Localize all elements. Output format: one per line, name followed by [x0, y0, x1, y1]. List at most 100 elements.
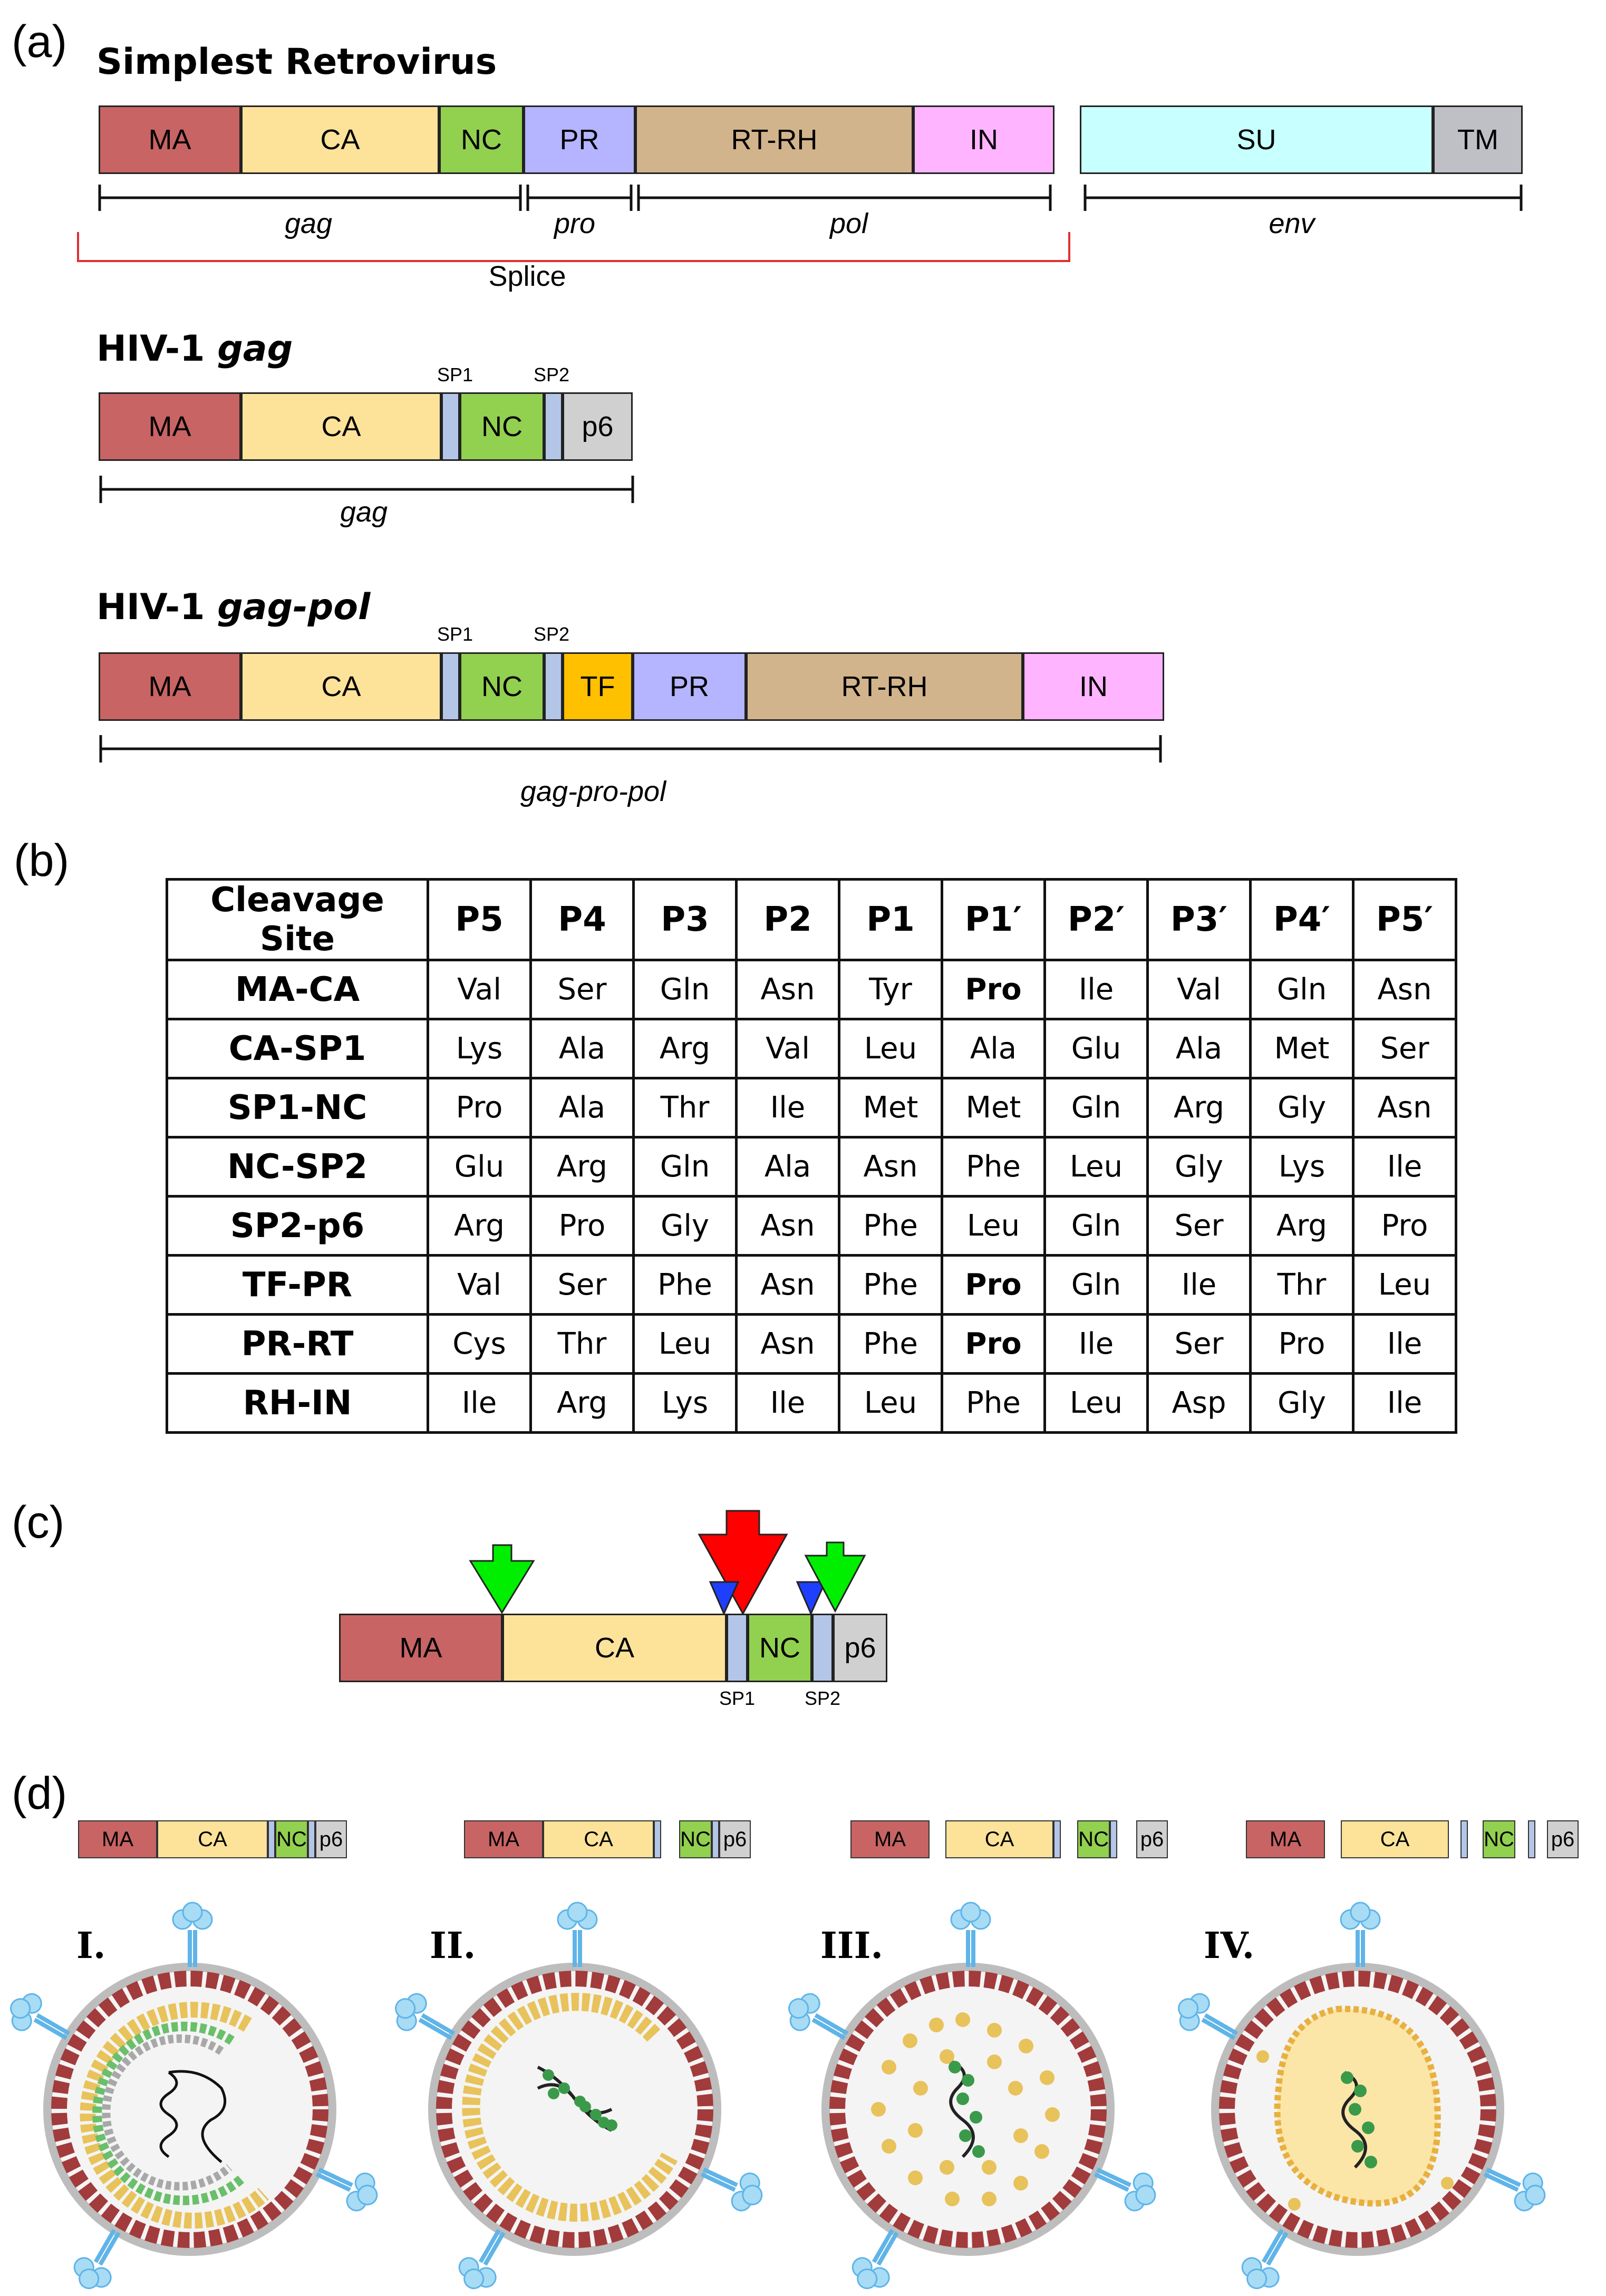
cleavage-arrows	[469, 1510, 866, 1616]
residue-cell: Ile	[1043, 959, 1149, 1020]
residue-cell: Pro	[529, 1195, 635, 1257]
segment-ca: CA	[543, 1820, 654, 1858]
segment-ca: CA	[1341, 1820, 1449, 1858]
segment-pr: PR	[633, 652, 746, 721]
segment-su: SU	[1080, 105, 1433, 174]
blue-arrow-icon	[709, 1581, 740, 1616]
segment-ca: CA	[241, 392, 441, 461]
segment-p6: p6	[315, 1820, 347, 1858]
gene-label-pol: pol	[829, 208, 868, 239]
stage-label-4: IV.	[1204, 1925, 1255, 1967]
residue-cell: Arg	[632, 1018, 738, 1079]
residue-cell: Pro	[1249, 1313, 1355, 1375]
green-arrow-icon	[469, 1544, 535, 1614]
residue-cell: Tyr	[838, 959, 943, 1020]
segment-nc: NC	[679, 1820, 712, 1858]
residue-cell: Ile	[1352, 1372, 1457, 1434]
segment-in: IN	[1023, 652, 1164, 721]
residue-cell: Arg	[529, 1136, 635, 1198]
virion-stage-1	[3, 1903, 384, 2296]
residue-cell: Gln	[1043, 1077, 1149, 1139]
residue-cell: Ser	[1352, 1018, 1457, 1079]
cleavage-site-cell: SP1-NC	[166, 1077, 429, 1139]
residue-cell: Asn	[1352, 959, 1457, 1020]
residue-cell: Gln	[632, 1136, 738, 1198]
residue-cell: Gly	[632, 1195, 738, 1257]
residue-cell: Lys	[427, 1018, 532, 1079]
residue-cell: Thr	[632, 1077, 738, 1139]
segment-nc: NC	[1077, 1820, 1110, 1858]
residue-cell: Ile	[735, 1077, 840, 1139]
segment-tm: TM	[1433, 105, 1523, 174]
segment-nc: NC	[460, 392, 544, 461]
header-p2: P2	[735, 878, 840, 961]
segment-sp2	[1528, 1820, 1535, 1858]
residue-cell: Phe	[941, 1372, 1046, 1434]
residue-cell: Asn	[1352, 1077, 1457, 1139]
segment-p6: p6	[1547, 1820, 1579, 1858]
residue-cell: Ser	[1146, 1313, 1252, 1375]
segment-sp1	[654, 1820, 661, 1858]
residue-cell: Asn	[735, 1313, 840, 1375]
residue-cell: Arg	[427, 1195, 532, 1257]
table-row: MA-CA Val Ser Gln Asn Tyr Pro Ile Val Gl…	[166, 959, 1457, 1020]
residue-cell: Lys	[1249, 1136, 1355, 1198]
residue-cell: Gln	[1043, 1195, 1149, 1257]
residue-cell: Gly	[1249, 1077, 1355, 1139]
sp1-label: SP1	[437, 623, 473, 645]
cleavage-site-cell: MA-CA	[166, 959, 429, 1020]
segment-sp2	[1110, 1820, 1117, 1858]
header-p4-prime: P4′	[1249, 878, 1355, 961]
header-p3: P3	[632, 878, 738, 961]
residue-cell: Arg	[529, 1372, 635, 1434]
red-arrow-icon	[698, 1510, 788, 1616]
green-arrow-icon	[804, 1541, 866, 1613]
segment-sp1	[727, 1614, 748, 1682]
segment-ca: CA	[157, 1820, 268, 1858]
residue-cell: Leu	[1043, 1136, 1149, 1198]
residue-cell: Lys	[632, 1372, 738, 1434]
virion-stage-2	[388, 1903, 769, 2296]
segment-p6: p6	[563, 392, 633, 461]
residue-cell: Gln	[632, 959, 738, 1020]
stage-label-3: III.	[820, 1925, 884, 1967]
sp1-label: SP1	[719, 1687, 756, 1709]
residue-cell: Glu	[427, 1136, 532, 1198]
gene-span-lines	[77, 185, 1523, 262]
residue-cell: Thr	[529, 1313, 635, 1375]
segment-ma: MA	[78, 1820, 157, 1858]
residue-cell: Ser	[529, 1254, 635, 1316]
residue-cell: Val	[427, 959, 532, 1020]
blue-arrow-icon	[796, 1581, 827, 1616]
residue-cell: Ser	[529, 959, 635, 1020]
residue-cell: Ile	[1146, 1254, 1252, 1316]
residue-cell: Val	[1146, 959, 1252, 1020]
residue-cell: Met	[1249, 1018, 1355, 1079]
residue-cell: Val	[735, 1018, 840, 1079]
residue-cell: Phe	[838, 1313, 943, 1375]
segment-sp2	[712, 1820, 719, 1858]
gene-label-gag: gag	[284, 208, 333, 239]
segment-ma: MA	[464, 1820, 543, 1858]
residue-cell-bold: Pro	[941, 959, 1046, 1020]
segment-ma: MA	[99, 392, 241, 461]
residue-cell: Ala	[529, 1077, 635, 1139]
table-row: RH-IN Ile Arg Lys Ile Leu Phe Leu Asp Gl…	[166, 1372, 1457, 1434]
residue-cell: Asp	[1146, 1372, 1252, 1434]
residue-cell: Cys	[427, 1313, 532, 1375]
cleavage-site-table: Cleavage Site P5 P4 P3 P2 P1 P1′ P2′ P3′…	[166, 878, 1457, 1434]
segment-sp1	[441, 392, 460, 461]
sp2-label: SP2	[804, 1687, 841, 1709]
gene-label-gag: gag	[340, 496, 388, 528]
segment-ca: CA	[241, 105, 439, 174]
stage-label-2: II.	[430, 1925, 476, 1967]
residue-cell: Gln	[1249, 959, 1355, 1020]
panel-label-a: (a)	[12, 16, 67, 67]
residue-cell: Arg	[1249, 1195, 1355, 1257]
cleavage-site-cell: RH-IN	[166, 1372, 429, 1434]
gene-label-gag-pro-pol: gag-pro-pol	[520, 776, 666, 807]
residue-cell: Glu	[1043, 1018, 1149, 1079]
residue-cell: Ile	[1043, 1313, 1149, 1375]
segment-sp1	[1053, 1820, 1061, 1858]
segment-rt-rh: RT-RH	[635, 105, 913, 174]
